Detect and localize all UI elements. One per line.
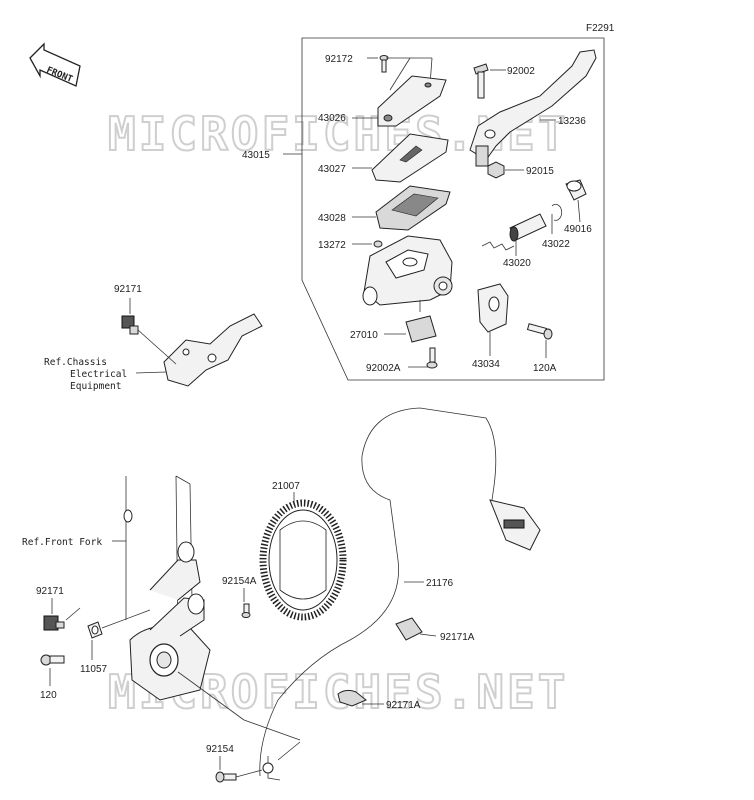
clamp-43034	[477, 283, 509, 333]
label-92172: 92172	[325, 54, 353, 65]
label-43020: 43020	[503, 258, 531, 269]
plate-43027	[371, 133, 449, 183]
label-43026: 43026	[318, 113, 346, 124]
ref-chassis-line2: Electrical	[70, 369, 127, 380]
clip-92171A-lower	[337, 689, 367, 707]
diaphragm-43028	[375, 185, 451, 231]
assembly-43015-frame	[301, 37, 605, 381]
label-120A: 120A	[533, 363, 557, 374]
master-cylinder-body	[362, 235, 453, 306]
lever-13236	[469, 49, 597, 167]
label-11057: 11057	[80, 664, 108, 675]
nut-92015	[487, 161, 505, 179]
label-21176: 21176	[426, 578, 454, 589]
label-43022: 43022	[542, 239, 570, 250]
label-120: 120	[40, 690, 57, 701]
bolt-92154A	[241, 603, 251, 618]
bolt-92154	[215, 769, 263, 783]
label-92002-top: 92002	[507, 66, 535, 77]
figure-code: F2291	[586, 23, 615, 34]
label-92171A-lower: 92171A	[386, 700, 421, 711]
label-92171-top: 92171	[114, 284, 142, 295]
label-49016: 49016	[564, 224, 592, 235]
cap-43026	[377, 75, 447, 127]
label-92002A: 92002A	[366, 363, 401, 374]
label-92154A: 92154A	[222, 576, 257, 587]
label-13272: 13272	[318, 240, 346, 251]
ref-chassis-line3: Equipment	[70, 381, 121, 392]
front-arrow-icon: FRONT	[29, 42, 81, 87]
label-92171A-upper: 92171A	[440, 632, 475, 643]
label-43015: 43015	[242, 150, 270, 161]
bolt-120A	[526, 323, 553, 340]
clip-92171A-upper	[395, 617, 423, 641]
front-fork	[123, 475, 211, 701]
label-13236: 13236	[558, 116, 586, 127]
switch-27010	[405, 300, 437, 343]
ref-chassis-line1: Ref.Chassis	[44, 357, 107, 368]
sensor-cable-21176	[259, 407, 541, 781]
label-21007: 21007	[272, 481, 300, 492]
piston-43020	[481, 213, 547, 251]
screw-13272	[373, 240, 383, 248]
label-92015: 92015	[526, 166, 554, 177]
label-43034: 43034	[472, 359, 500, 370]
label-43028: 43028	[318, 213, 346, 224]
label-43027: 43027	[318, 164, 346, 175]
screw-92002A	[426, 347, 438, 369]
circlip-43022	[551, 203, 563, 221]
label-27010: 27010	[350, 330, 378, 341]
washer-11057	[87, 621, 103, 639]
label-92171-left: 92171	[36, 586, 64, 597]
label-92154: 92154	[206, 744, 234, 755]
bracket	[163, 313, 263, 387]
boot-49016	[565, 179, 587, 201]
clip-92171-top	[121, 315, 139, 335]
bolt-120	[40, 654, 65, 666]
ref-front-fork: Ref.Front Fork	[22, 537, 102, 548]
pin-92002	[473, 63, 489, 99]
sensor-rotor-21007	[259, 499, 347, 621]
clip-92171-left	[43, 615, 65, 631]
